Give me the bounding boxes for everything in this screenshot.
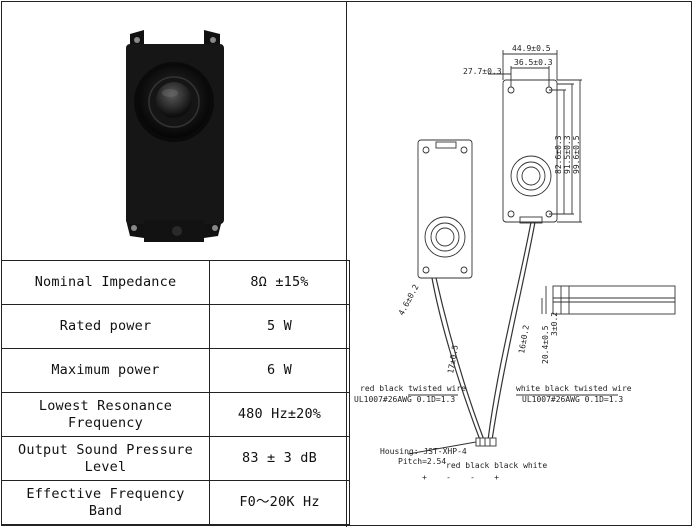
wire-left-label: red black twisted wire [360, 384, 466, 393]
speaker-front-left [417, 139, 473, 279]
spec-value: 480 Hz±20% [209, 392, 350, 437]
spec-label: Maximum power [1, 348, 210, 393]
wire-right-spec: UL1007#26AWG 0.1D=1.3 [522, 395, 623, 404]
spec-value: F0～20K Hz [209, 480, 350, 525]
wire-left-spec: UL1007#26AWG 0.1D=1.3 [354, 395, 455, 404]
dim-height-mid: 91.5±0.3 [563, 135, 572, 174]
speaker-photo-image [126, 30, 224, 242]
dim-wire-right-length: 16±0.2 [517, 324, 531, 354]
speaker-side-view [541, 285, 676, 315]
dim-height-holes: 82.6±0.3 [554, 135, 563, 174]
pin-polarity-label: + - - + [422, 473, 499, 482]
dim-flange-thickness: 3±0.2 [550, 312, 559, 336]
housing-label: Housing: JST-XHP-4 [380, 447, 467, 456]
dimension-drawing: 44.9±0.5 36.5±0.3 27.7±0.3 82.6±0.3 91.5… [354, 44, 676, 482]
spec-label: Nominal Impedance [1, 260, 210, 305]
spec-label: Lowest Resonance Frequency [1, 392, 210, 437]
spec-value: 6 W [209, 348, 350, 393]
dim-half-width: 27.7±0.3 [463, 67, 502, 76]
table-row: Nominal Impedance 8Ω ±15% [1, 260, 350, 305]
dim-wire-left-length: 17±0.5 [446, 344, 460, 374]
product-photo [2, 2, 346, 260]
table-row: Rated power 5 W [1, 304, 350, 349]
spec-value: 8Ω ±15% [209, 260, 350, 305]
table-row: Output Sound Pressure Level 83 ± 3 dB [1, 436, 350, 481]
dim-depth: 20.4±0.5 [541, 325, 550, 364]
table-row: Effective Frequency Band F0～20K Hz [1, 480, 350, 525]
wire-right-label: white black twisted wire [516, 384, 632, 393]
specs-table: Nominal Impedance 8Ω ±15% Rated power 5 … [1, 260, 350, 525]
dim-hole-diameter: 4.6±0.2 [397, 283, 421, 317]
dim-hole-spacing: 36.5±0.3 [514, 58, 553, 67]
pin-colors-label: red black black white [446, 461, 547, 470]
pitch-label: Pitch=2.54 [398, 457, 446, 466]
table-row: Maximum power 6 W [1, 348, 350, 393]
technical-drawing: 44.9±0.5 36.5±0.3 27.7±0.3 82.6±0.3 91.5… [348, 2, 691, 525]
spec-label: Effective Frequency Band [1, 480, 210, 525]
dim-height-overall: 99.6±0.5 [572, 135, 581, 174]
spec-value: 5 W [209, 304, 350, 349]
dim-width-overall: 44.9±0.5 [512, 44, 551, 53]
spec-value: 83 ± 3 dB [209, 436, 350, 481]
table-row: Lowest Resonance Frequency 480 Hz±20% [1, 392, 350, 437]
speaker-front-right [502, 79, 558, 224]
spec-label: Rated power [1, 304, 210, 349]
spec-label: Output Sound Pressure Level [1, 436, 210, 481]
